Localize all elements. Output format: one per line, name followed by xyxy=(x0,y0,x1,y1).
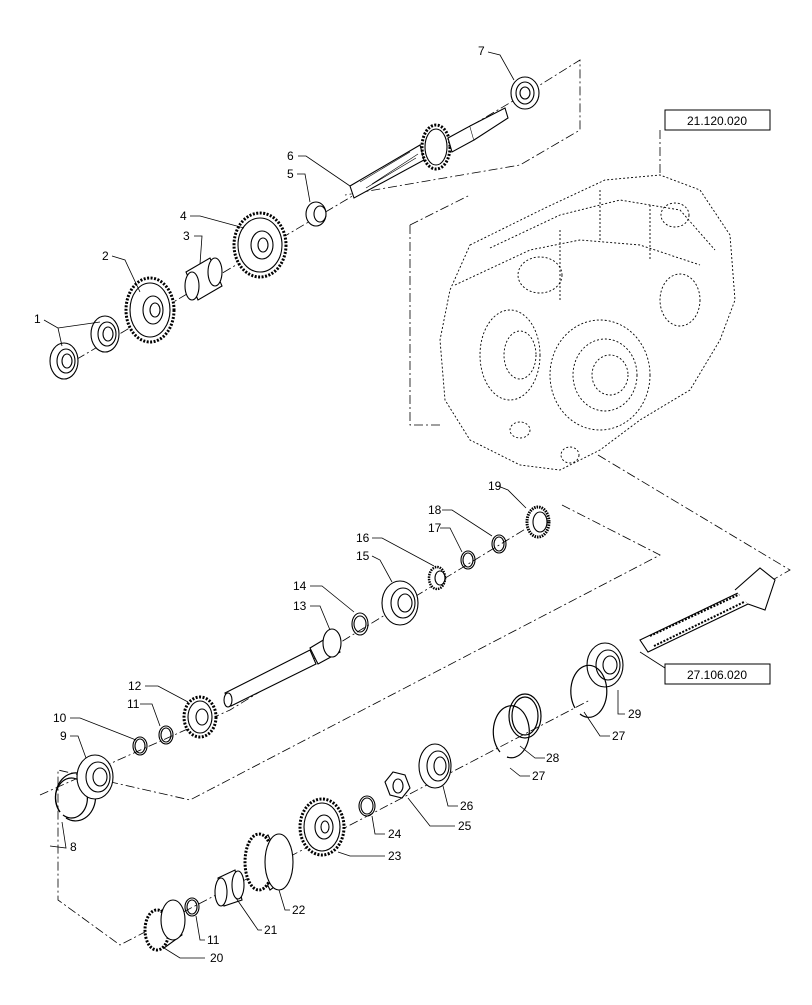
part-24-ring xyxy=(358,795,376,817)
callout-5[interactable]: 5 xyxy=(287,167,294,181)
callouts: 1 2 3 4 5 6 7 8 9 10 11 12 13 14 15 16 1… xyxy=(34,44,642,965)
part-11-ring-lower xyxy=(184,897,200,917)
callout-27-lower[interactable]: 27 xyxy=(532,769,546,783)
callout-21[interactable]: 21 xyxy=(264,923,278,937)
part-1-bearing-inner xyxy=(90,315,120,353)
transmission-housing xyxy=(439,174,736,471)
part-17-ring xyxy=(460,550,476,570)
part-12-gear xyxy=(182,695,218,739)
callout-11-upper[interactable]: 11 xyxy=(127,697,140,711)
part-7-bearing xyxy=(510,76,540,110)
part-10-ring xyxy=(132,736,148,756)
part-4-gear xyxy=(232,211,288,279)
callout-26[interactable]: 26 xyxy=(460,799,474,813)
callout-1[interactable]: 1 xyxy=(34,312,41,326)
part-3-sleeve xyxy=(184,257,223,301)
callout-24[interactable]: 24 xyxy=(388,827,402,841)
callout-4[interactable]: 4 xyxy=(180,209,187,223)
callout-15[interactable]: 15 xyxy=(356,549,370,563)
part-23-gear xyxy=(298,797,346,857)
callout-9[interactable]: 9 xyxy=(60,729,67,743)
callout-11-lower[interactable]: 11 xyxy=(207,933,220,947)
part-15-bearing xyxy=(381,580,419,626)
part-11-ring-upper xyxy=(158,725,174,745)
part-27-snap-ring-lower xyxy=(492,705,530,759)
callout-20[interactable]: 20 xyxy=(210,951,224,965)
callout-23[interactable]: 23 xyxy=(388,849,402,863)
reference-box-housing[interactable]: 21.120.020 xyxy=(664,109,771,131)
pinion-ref-leader xyxy=(639,651,666,669)
callout-13[interactable]: 13 xyxy=(293,599,307,613)
callout-25[interactable]: 25 xyxy=(458,819,472,833)
part-16-needle-bearing xyxy=(427,565,447,591)
leader-lines xyxy=(43,51,625,959)
part-13-output-shaft xyxy=(223,628,342,708)
callout-29[interactable]: 29 xyxy=(628,707,642,721)
part-9-bearing xyxy=(76,754,114,800)
part-14-ring xyxy=(351,612,369,636)
part-6-input-shaft xyxy=(349,107,509,199)
part-5-bushing xyxy=(305,201,327,227)
callout-19[interactable]: 19 xyxy=(488,479,502,493)
part-20-gear xyxy=(143,899,186,952)
part-27-snap-ring-upper xyxy=(570,664,608,718)
part-22-gear xyxy=(243,832,294,892)
part-1-bearing-outer xyxy=(49,342,79,380)
callout-6[interactable]: 6 xyxy=(287,149,294,163)
reference-box-pinion-shaft[interactable]: 27.106.020 xyxy=(664,663,771,685)
callout-8[interactable]: 8 xyxy=(70,840,77,854)
callout-16[interactable]: 16 xyxy=(356,531,370,545)
callout-3[interactable]: 3 xyxy=(183,229,190,243)
part-18-ring xyxy=(491,534,507,554)
part-28-ring xyxy=(508,693,542,739)
callout-27-upper[interactable]: 27 xyxy=(612,729,626,743)
part-26-bearing xyxy=(418,743,452,789)
callout-22[interactable]: 22 xyxy=(292,903,306,917)
callout-17[interactable]: 17 xyxy=(428,521,442,535)
part-25-nut xyxy=(384,771,411,799)
pinion-shaft xyxy=(639,567,776,653)
callout-2[interactable]: 2 xyxy=(102,249,109,263)
reference-label-housing: 21.120.020 xyxy=(687,114,747,128)
callout-14[interactable]: 14 xyxy=(293,579,307,593)
callout-12[interactable]: 12 xyxy=(128,679,142,693)
callout-28[interactable]: 28 xyxy=(546,751,560,765)
part-2-gear xyxy=(124,276,176,344)
reference-label-pinion-shaft: 27.106.020 xyxy=(687,668,747,682)
callout-18[interactable]: 18 xyxy=(428,503,442,517)
lower-assembly-frame xyxy=(39,504,661,946)
part-21-hub xyxy=(214,869,245,907)
callout-10[interactable]: 10 xyxy=(53,711,67,725)
callout-7[interactable]: 7 xyxy=(478,44,485,58)
part-19-gear xyxy=(525,505,551,539)
part-29-bearing xyxy=(586,642,624,688)
